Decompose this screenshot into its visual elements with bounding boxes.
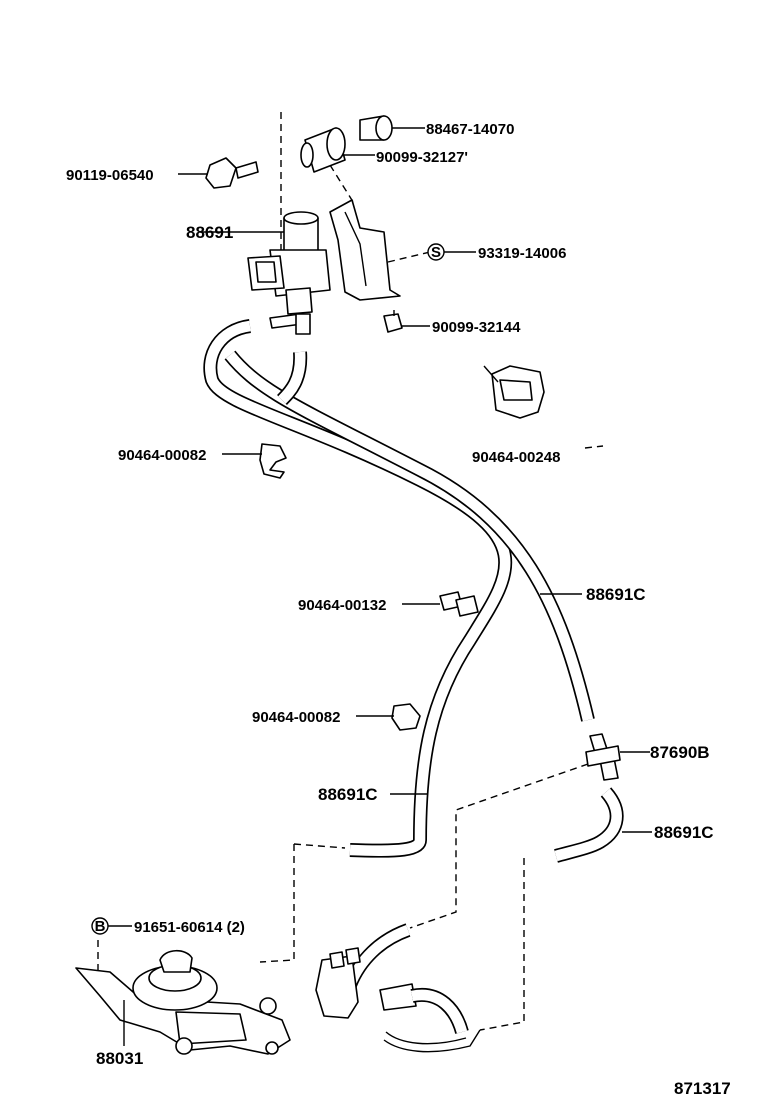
clamp-90464-00082-a: [222, 443, 287, 479]
label-90464-00132: 90464-00132: [298, 597, 386, 614]
label-90464-00248: 90464-00248: [472, 449, 560, 466]
vsv-88691: [200, 211, 331, 335]
b-marker-label: B: [95, 918, 106, 935]
clamp-90464-00248: [483, 365, 604, 449]
hose-88691C-short: [554, 787, 624, 863]
label-90119-06540: 90119-06540: [66, 167, 154, 184]
bolt-90119-06540: [178, 157, 259, 189]
clip-90099-32144: [383, 310, 430, 333]
label-88691C-a: 88691C: [586, 585, 646, 604]
s-marker-label: S: [431, 244, 441, 261]
label-87690B: 87690B: [650, 743, 710, 762]
label-90099-32144: 90099-32144: [432, 319, 521, 336]
diagram-id: 871317: [674, 1079, 731, 1098]
label-88031: 88031: [96, 1049, 143, 1068]
dashed-guide-top-left: [280, 112, 431, 263]
label-88691C-b: 88691C: [318, 785, 378, 804]
label-91651-60614: 91651-60614 (2): [134, 919, 245, 936]
label-88691: 88691: [186, 223, 233, 242]
label-90464-00082-b: 90464-00082: [252, 709, 340, 726]
label-90464-00082-a: 90464-00082: [118, 447, 206, 464]
egr-valve-88031: [75, 949, 291, 1055]
hose-88691C-main: [203, 319, 513, 858]
label-90099-32127: 90099-32127': [376, 149, 468, 166]
clamp-90464-00132: [402, 591, 479, 617]
lower-pipe-assembly: [315, 923, 481, 1053]
hose-88691C-right: [224, 350, 595, 722]
b-marker-icon: B: [91, 917, 109, 935]
hose-stub-vsv: [277, 351, 308, 405]
label-88691C-c: 88691C: [654, 823, 714, 842]
s-marker-icon: S: [427, 243, 445, 261]
cushion-90099-32127: [300, 127, 375, 173]
label-88467-14070: 88467-14070: [426, 121, 514, 138]
connector-87690B: [585, 733, 650, 781]
clamp-90464-00082-b: [356, 703, 421, 731]
bracket: [329, 199, 401, 301]
grommet-88467: [359, 115, 425, 141]
label-93319-14006: 93319-14006: [478, 245, 566, 262]
